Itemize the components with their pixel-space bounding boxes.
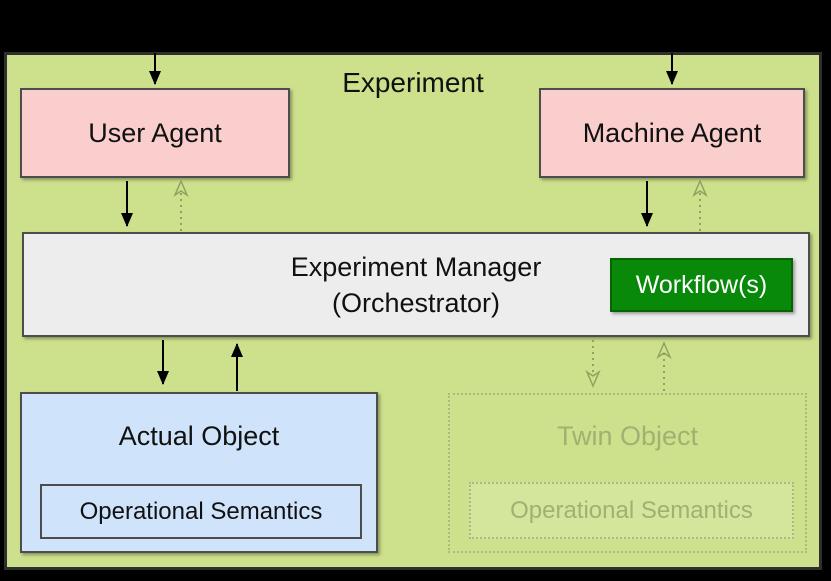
actual-object-node: Actual Object Operational Semantics <box>20 392 378 553</box>
experiment-title: Experiment <box>342 67 484 98</box>
machine-agent-label: Machine Agent <box>582 117 762 148</box>
twin-operational-semantics-node: Operational Semantics <box>469 482 794 539</box>
actual-operational-semantics-label: Operational Semantics <box>79 497 323 525</box>
twin-object-node: Twin Object Operational Semantics <box>448 393 807 553</box>
workflow-label: Workflow(s) <box>635 270 768 299</box>
actual-object-label: Actual Object <box>118 421 280 451</box>
user-agent-node: User Agent <box>20 88 290 178</box>
twin-operational-semantics-label: Operational Semantics <box>510 496 753 524</box>
user-agent-label: User Agent <box>88 117 222 148</box>
actual-operational-semantics-node: Operational Semantics <box>40 484 362 539</box>
machine-agent-node: Machine Agent <box>539 88 805 178</box>
experiment-manager-label-line2: (Orchestrator) <box>331 287 501 318</box>
twin-object-label: Twin Object <box>556 421 699 451</box>
workflow-node: Workflow(s) <box>610 258 793 312</box>
experiment-manager-label-line1: Experiment Manager <box>290 251 542 282</box>
